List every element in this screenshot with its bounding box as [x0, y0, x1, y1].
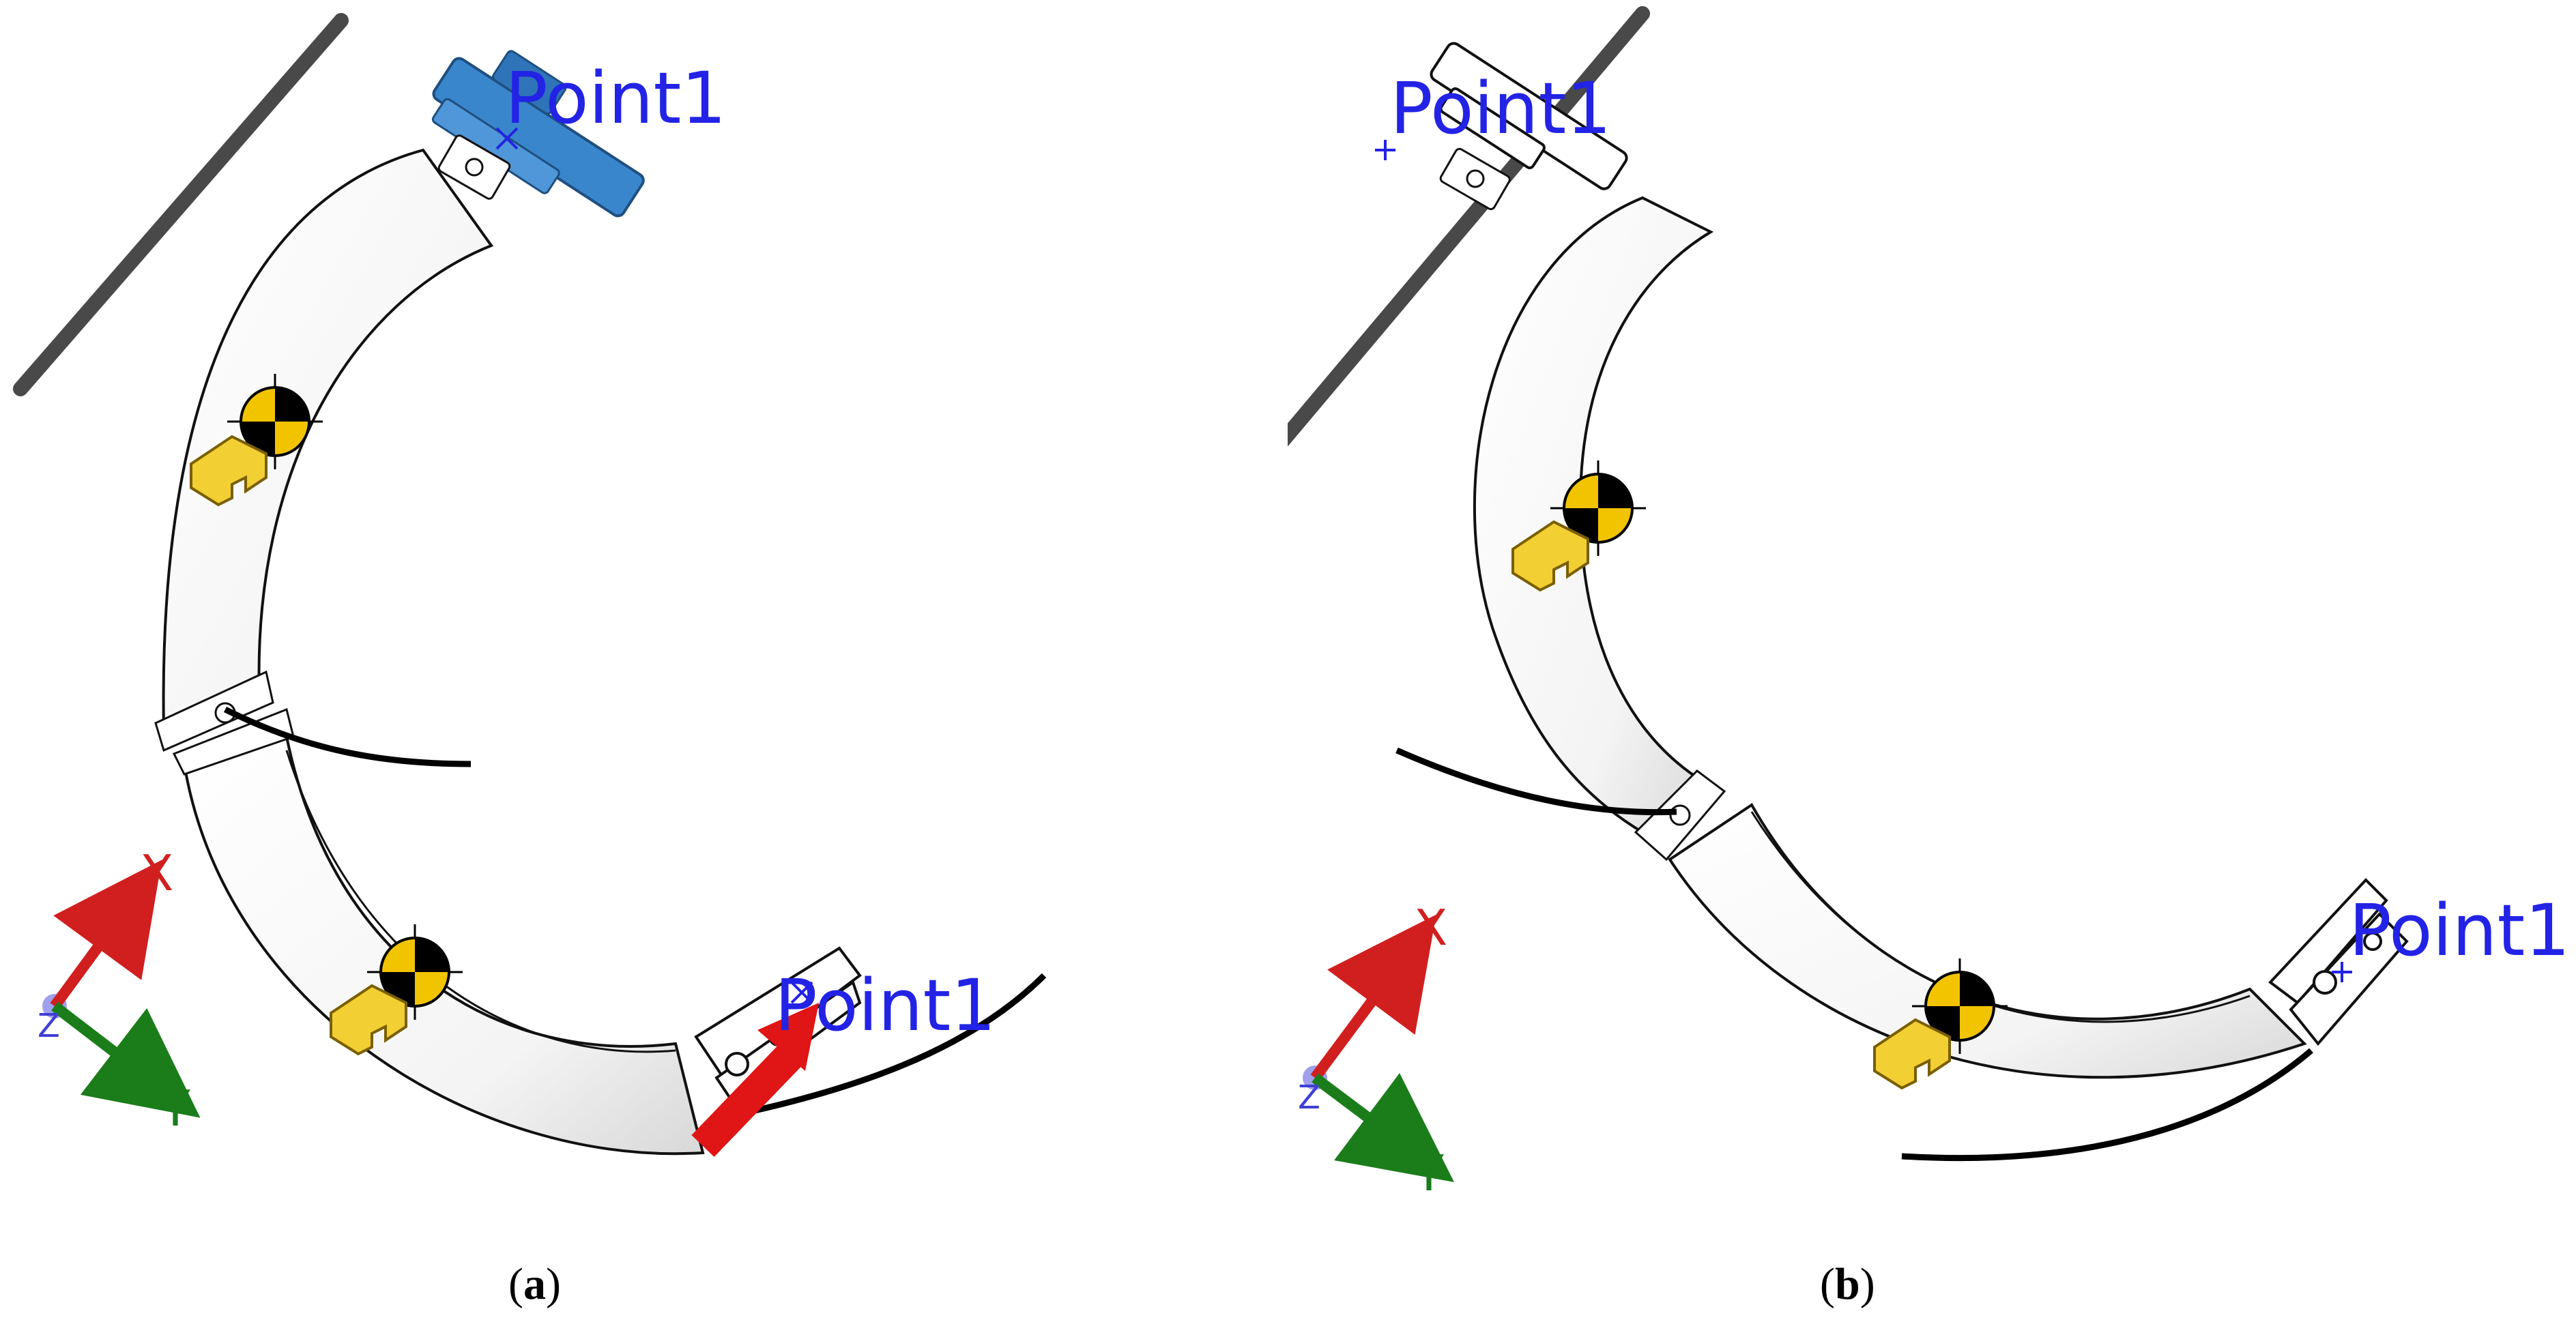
tube-segment-lower	[1668, 803, 2307, 1079]
panel-a: Point1	[13, 13, 1047, 1309]
point-marker-bottom	[2332, 962, 2352, 982]
top-connector	[1439, 147, 1511, 211]
part-bracket-icon	[1873, 1018, 1951, 1090]
background-rod	[1288, 6, 1650, 447]
joint-middle	[1634, 769, 1726, 862]
bottom-gripper	[2268, 878, 2409, 1046]
point-marker-top	[1375, 140, 1395, 160]
point-marker-bottom	[790, 981, 813, 1004]
cable-bottom	[716, 973, 1047, 1122]
axis-y-label: Y	[160, 1080, 191, 1137]
point-label-bottom: Point1	[775, 964, 996, 1047]
center-of-mass-icon	[227, 374, 323, 469]
center-of-mass-icon	[1550, 460, 1646, 556]
tube-segment-upper	[162, 148, 494, 732]
axis-y-label: Y	[1413, 1145, 1445, 1202]
caption-b: (b)	[1820, 1259, 1875, 1309]
part-bracket-icon	[190, 435, 267, 507]
force-arrow-icon	[691, 1003, 819, 1157]
top-gripper	[1430, 42, 1628, 190]
tube-segment-lower	[182, 735, 705, 1156]
panel-b: Point1	[1288, 0, 2575, 1337]
axis-z-label: Z	[1298, 1078, 1320, 1117]
point-marker-top	[495, 127, 519, 150]
triad-icon: X Y Z	[38, 844, 201, 1137]
point-label-bottom: Point1	[2349, 889, 2570, 972]
part-bracket-icon	[330, 984, 407, 1056]
point-label-top: Point1	[1390, 67, 1611, 150]
background-rod	[13, 13, 349, 396]
cable-bottom	[1901, 1048, 2313, 1162]
center-of-mass-icon	[367, 924, 463, 1020]
point-label-top: Point1	[505, 57, 726, 140]
triad-icon: X Y Z	[1298, 899, 1454, 1202]
cable	[1395, 747, 1677, 816]
inner-curve	[285, 750, 676, 1053]
panel-b-drawing: Point1	[1288, 6, 2570, 1202]
caption-a: (a)	[508, 1259, 561, 1309]
cable	[223, 706, 472, 767]
center-of-mass-icon	[1912, 958, 2008, 1054]
top-connector	[437, 134, 511, 200]
part-bracket-icon	[1511, 520, 1589, 592]
panel-a-drawing: Point1	[13, 13, 1047, 1157]
axis-x-label: X	[1414, 899, 1447, 956]
axis-x-label: X	[140, 844, 173, 902]
top-gripper-selected	[431, 50, 645, 218]
axis-z-label: Z	[38, 1007, 60, 1045]
